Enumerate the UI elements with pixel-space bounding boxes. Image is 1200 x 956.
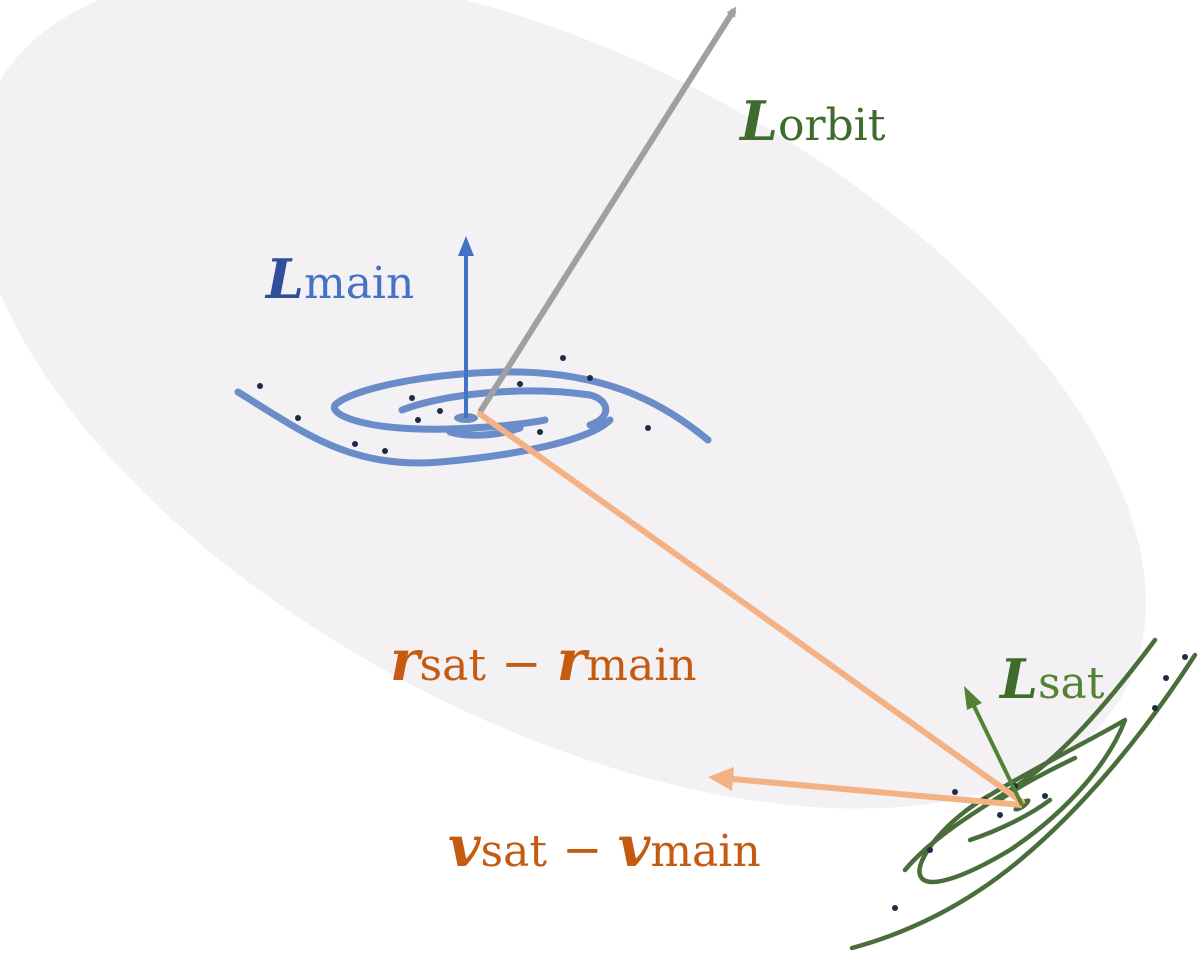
L-sat-label: Lsat — [998, 647, 1105, 711]
relative-position-label: rsat − rmain — [390, 628, 697, 694]
L-sat-arrow — [964, 686, 1024, 806]
relative-velocity-arrow — [708, 767, 1023, 808]
main-galaxy — [234, 368, 712, 467]
relative-velocity-label: vsat − vmain — [448, 814, 761, 880]
relative-position-vector — [477, 411, 1025, 805]
L-main-label: Lmain — [264, 247, 414, 311]
main-galaxy-stars — [257, 355, 651, 454]
L-main-arrow — [458, 236, 474, 418]
L-orbit-arrow — [477, 6, 737, 414]
L-orbit-label: Lorbit — [738, 89, 886, 153]
